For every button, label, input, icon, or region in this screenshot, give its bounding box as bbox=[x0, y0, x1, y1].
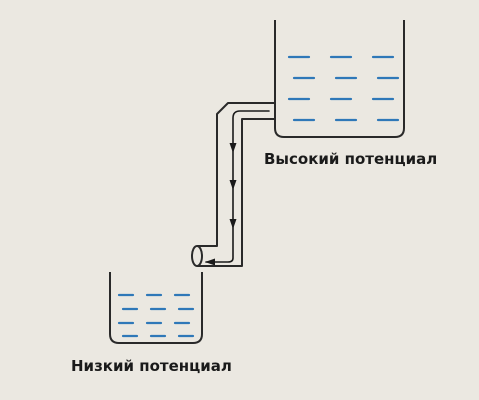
upper-water-lines bbox=[287, 55, 400, 122]
lower-water-lines bbox=[117, 293, 195, 338]
outlet-pipe bbox=[197, 102, 275, 267]
flow-arrows bbox=[205, 110, 270, 263]
lower-vessel bbox=[109, 272, 203, 344]
high-potential-label: Высокий потенциал bbox=[264, 150, 438, 168]
pipe-opening bbox=[191, 245, 203, 267]
upper-vessel bbox=[274, 20, 405, 138]
low-potential-label: Низкий потенциал bbox=[71, 357, 232, 375]
arrowheads bbox=[205, 143, 237, 266]
